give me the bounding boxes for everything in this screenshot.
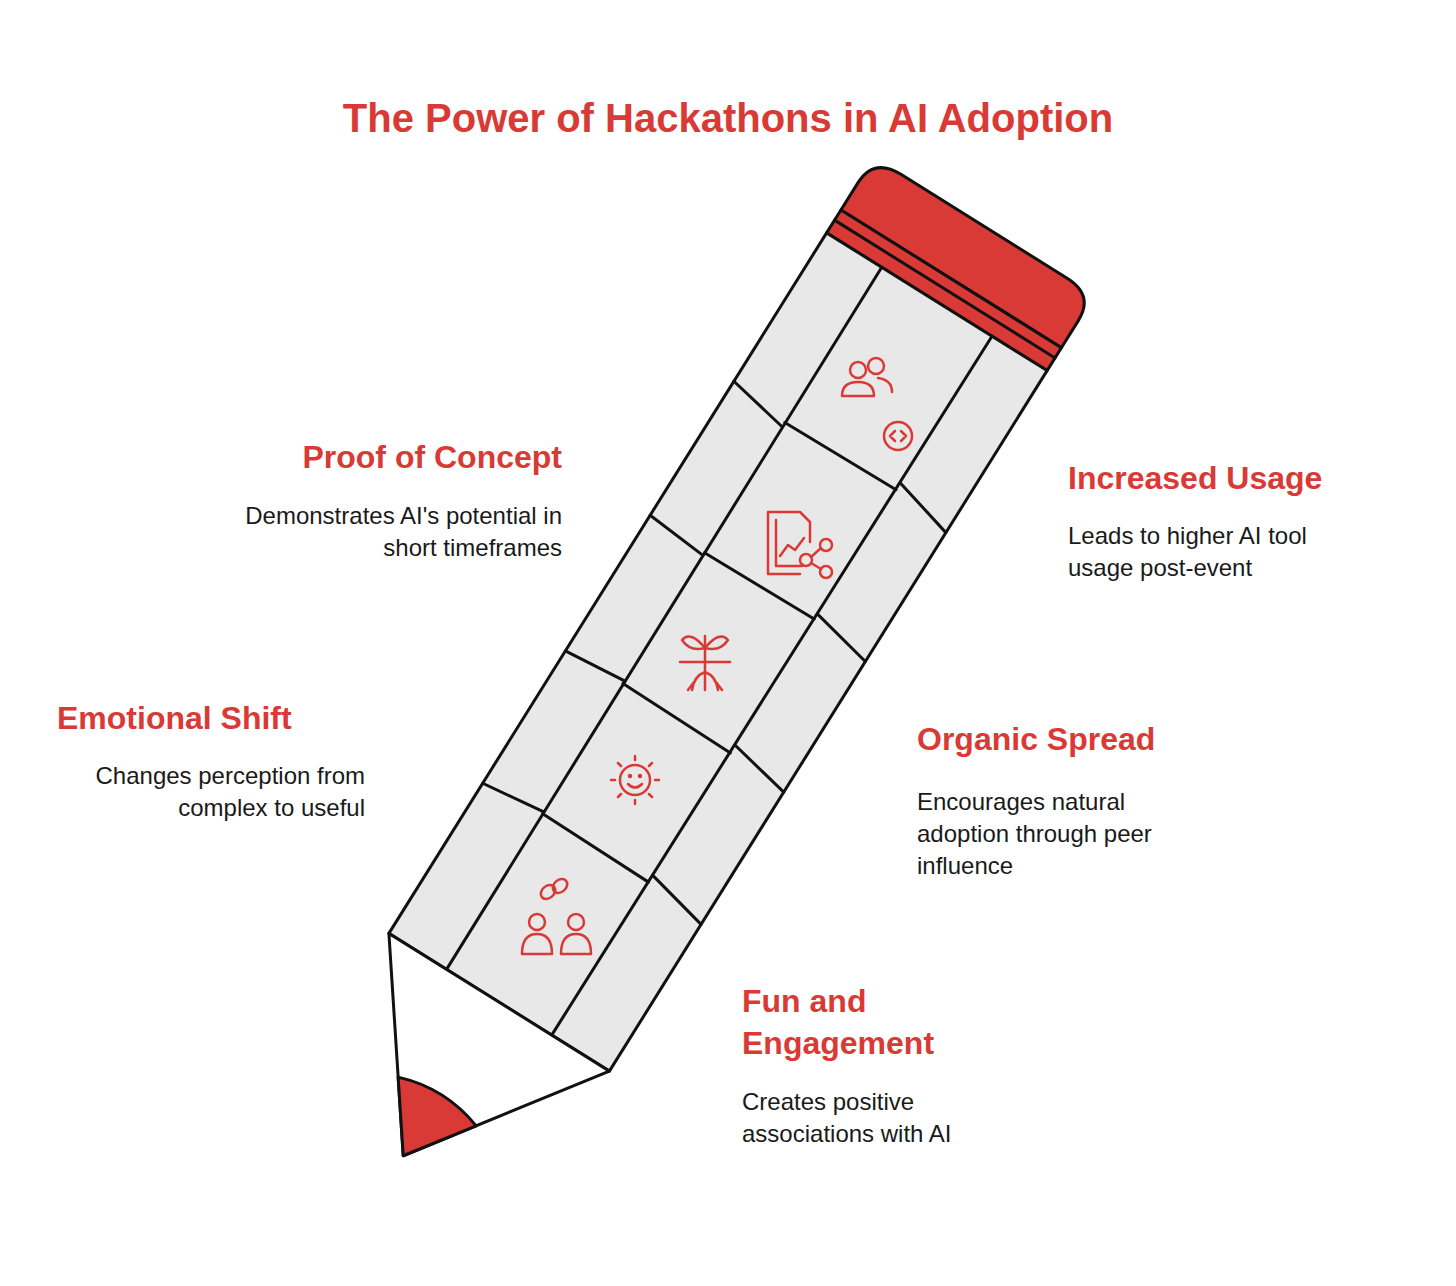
team-code-icon [842, 358, 912, 450]
smiling-sun-icon [611, 756, 659, 804]
growth-roots-icon [680, 636, 730, 690]
benefit-description: Leads to higher AI tool usage post-event [1068, 520, 1353, 584]
pencil-tip [293, 933, 609, 1224]
benefit-description: Encourages natural adoption through peer… [917, 786, 1192, 882]
row-line [647, 515, 706, 555]
row-line [785, 421, 896, 492]
row-line [542, 814, 650, 882]
row-line [644, 875, 709, 924]
benefit-description: Changes perception from complex to usefu… [55, 760, 365, 824]
pencil-body [389, 233, 1047, 1071]
row-line [565, 646, 624, 686]
benefit-heading: Proof of Concept [302, 436, 562, 478]
row-line [483, 776, 544, 818]
benefit-heading: Fun and Engagement [742, 980, 982, 1064]
benefit-heading: Organic Spread [917, 718, 1155, 760]
pencil-lead [364, 1070, 480, 1180]
row-line [809, 614, 873, 662]
row-line [727, 381, 789, 426]
row-line [705, 551, 815, 621]
column-line [444, 267, 884, 969]
row-line [622, 683, 732, 753]
diagram-title: The Power of Hackathons in AI Adoption [0, 94, 1456, 142]
benefit-description: Creates positive associations with AI [742, 1086, 992, 1150]
row-line [728, 745, 791, 792]
benefit-description: Demonstrates AI's potential in short tim… [227, 500, 562, 564]
collaboration-icon [522, 876, 591, 954]
row-line [891, 483, 956, 533]
benefit-heading: Emotional Shift [57, 697, 292, 739]
column-line [552, 335, 992, 1037]
benefit-heading: Increased Usage [1068, 457, 1322, 499]
analytics-share-icon [768, 512, 832, 578]
